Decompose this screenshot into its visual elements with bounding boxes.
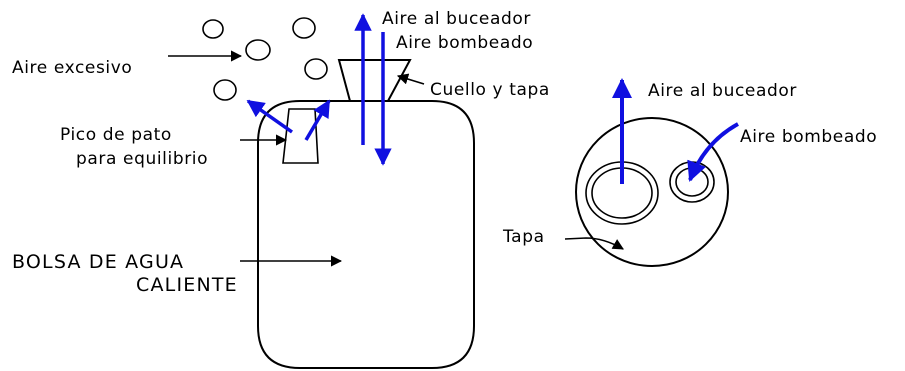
neck-funnel: [337, 59, 412, 102]
pointer-arrows-right: [564, 237, 624, 250]
label-aire-bombeado: Aire bombeado: [396, 33, 533, 53]
bubble: [202, 19, 224, 39]
cap-pumped-air-arrow: [687, 122, 739, 182]
pointer-arrows-left: [168, 50, 425, 267]
excess-air-arrow-right: [304, 99, 331, 141]
label-cuello-y-tapa: Cuello y tapa: [430, 80, 550, 100]
air-flow-arrows-left: [246, 13, 392, 166]
excess-air-arrow-left: [246, 99, 294, 134]
bubble: [245, 39, 271, 61]
neck-pointer: [396, 73, 425, 85]
label-aire-al-buceador-cap: Aire al buceador: [648, 81, 797, 101]
cap-pointer: [564, 237, 624, 250]
cap-top-view: [575, 117, 729, 267]
label-bolsa-line1: BOLSA DE AGUA: [12, 251, 184, 273]
air-flow-arrows-right: [612, 78, 739, 184]
label-bolsa-line2: CALIENTE: [136, 274, 238, 296]
air-bubbles: [202, 17, 328, 101]
bubble: [304, 58, 328, 80]
bubble: [292, 17, 316, 39]
cap-circle: [575, 117, 729, 267]
label-pico-line2: para equilibrio: [76, 149, 208, 169]
bubble: [213, 79, 237, 101]
bag-outline: [257, 100, 475, 369]
labels-left: Aire excesivo Aire al buceador Aire bomb…: [12, 9, 550, 296]
duckbill-valve: [282, 108, 319, 164]
labels-right: Aire al buceador Aire bombeado Tapa: [502, 81, 877, 247]
label-aire-bombeado-cap: Aire bombeado: [740, 127, 877, 147]
label-tapa: Tapa: [502, 227, 545, 247]
label-aire-excesivo: Aire excesivo: [12, 58, 132, 78]
hot-water-bag: [257, 59, 475, 369]
label-aire-al-buceador: Aire al buceador: [382, 9, 531, 29]
label-pico-line1: Pico de pato: [60, 125, 172, 145]
